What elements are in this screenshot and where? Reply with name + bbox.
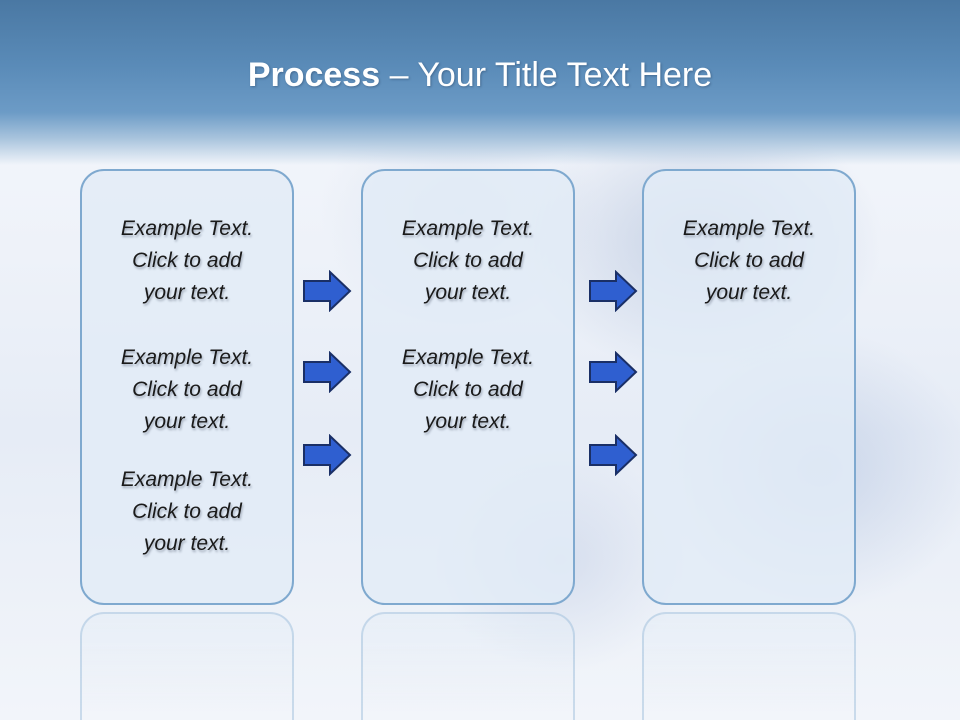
- text-line: Click to add: [413, 378, 523, 401]
- arrow-right-icon[interactable]: [588, 270, 638, 312]
- text-line: your text.: [424, 410, 512, 433]
- box-reflection-3: [642, 612, 856, 720]
- arrow-right-icon[interactable]: [588, 351, 638, 393]
- slide-title[interactable]: Process – Your Title Text Here: [0, 52, 960, 98]
- text-placeholder[interactable]: Example Text. Click to add your text.: [363, 342, 573, 438]
- text-line: Click to add: [413, 249, 523, 272]
- box-reflection-1: [80, 612, 294, 720]
- arrow-right-icon[interactable]: [302, 434, 352, 476]
- text-line: your text.: [143, 281, 231, 304]
- arrow-right-icon[interactable]: [302, 351, 352, 393]
- text-line: your text.: [705, 281, 793, 304]
- title-bold: Process: [247, 56, 381, 94]
- text-line: Example Text.: [120, 217, 254, 240]
- text-line: Example Text.: [120, 468, 254, 491]
- header-band: [0, 0, 960, 165]
- text-line: your text.: [143, 532, 231, 555]
- text-line: Click to add: [694, 249, 804, 272]
- text-placeholder[interactable]: Example Text. Click to add your text.: [82, 213, 292, 309]
- process-box-3[interactable]: Example Text. Click to add your text.: [642, 169, 856, 605]
- text-placeholder[interactable]: Example Text. Click to add your text.: [363, 213, 573, 309]
- box-reflection-2: [361, 612, 575, 720]
- text-placeholder[interactable]: Example Text. Click to add your text.: [644, 213, 854, 309]
- text-line: Example Text.: [401, 217, 535, 240]
- text-line: your text.: [143, 410, 231, 433]
- arrow-right-icon[interactable]: [302, 270, 352, 312]
- process-box-2[interactable]: Example Text. Click to add your text. Ex…: [361, 169, 575, 605]
- text-line: Click to add: [132, 249, 242, 272]
- text-placeholder[interactable]: Example Text. Click to add your text.: [82, 342, 292, 438]
- arrow-right-icon[interactable]: [588, 434, 638, 476]
- text-line: Example Text.: [682, 217, 816, 240]
- process-box-1[interactable]: Example Text. Click to add your text. Ex…: [80, 169, 294, 605]
- text-line: Click to add: [132, 500, 242, 523]
- title-rest: – Your Title Text Here: [389, 56, 713, 94]
- text-line: Example Text.: [120, 346, 254, 369]
- text-line: your text.: [424, 281, 512, 304]
- text-line: Click to add: [132, 378, 242, 401]
- text-placeholder[interactable]: Example Text. Click to add your text.: [82, 464, 292, 560]
- text-line: Example Text.: [401, 346, 535, 369]
